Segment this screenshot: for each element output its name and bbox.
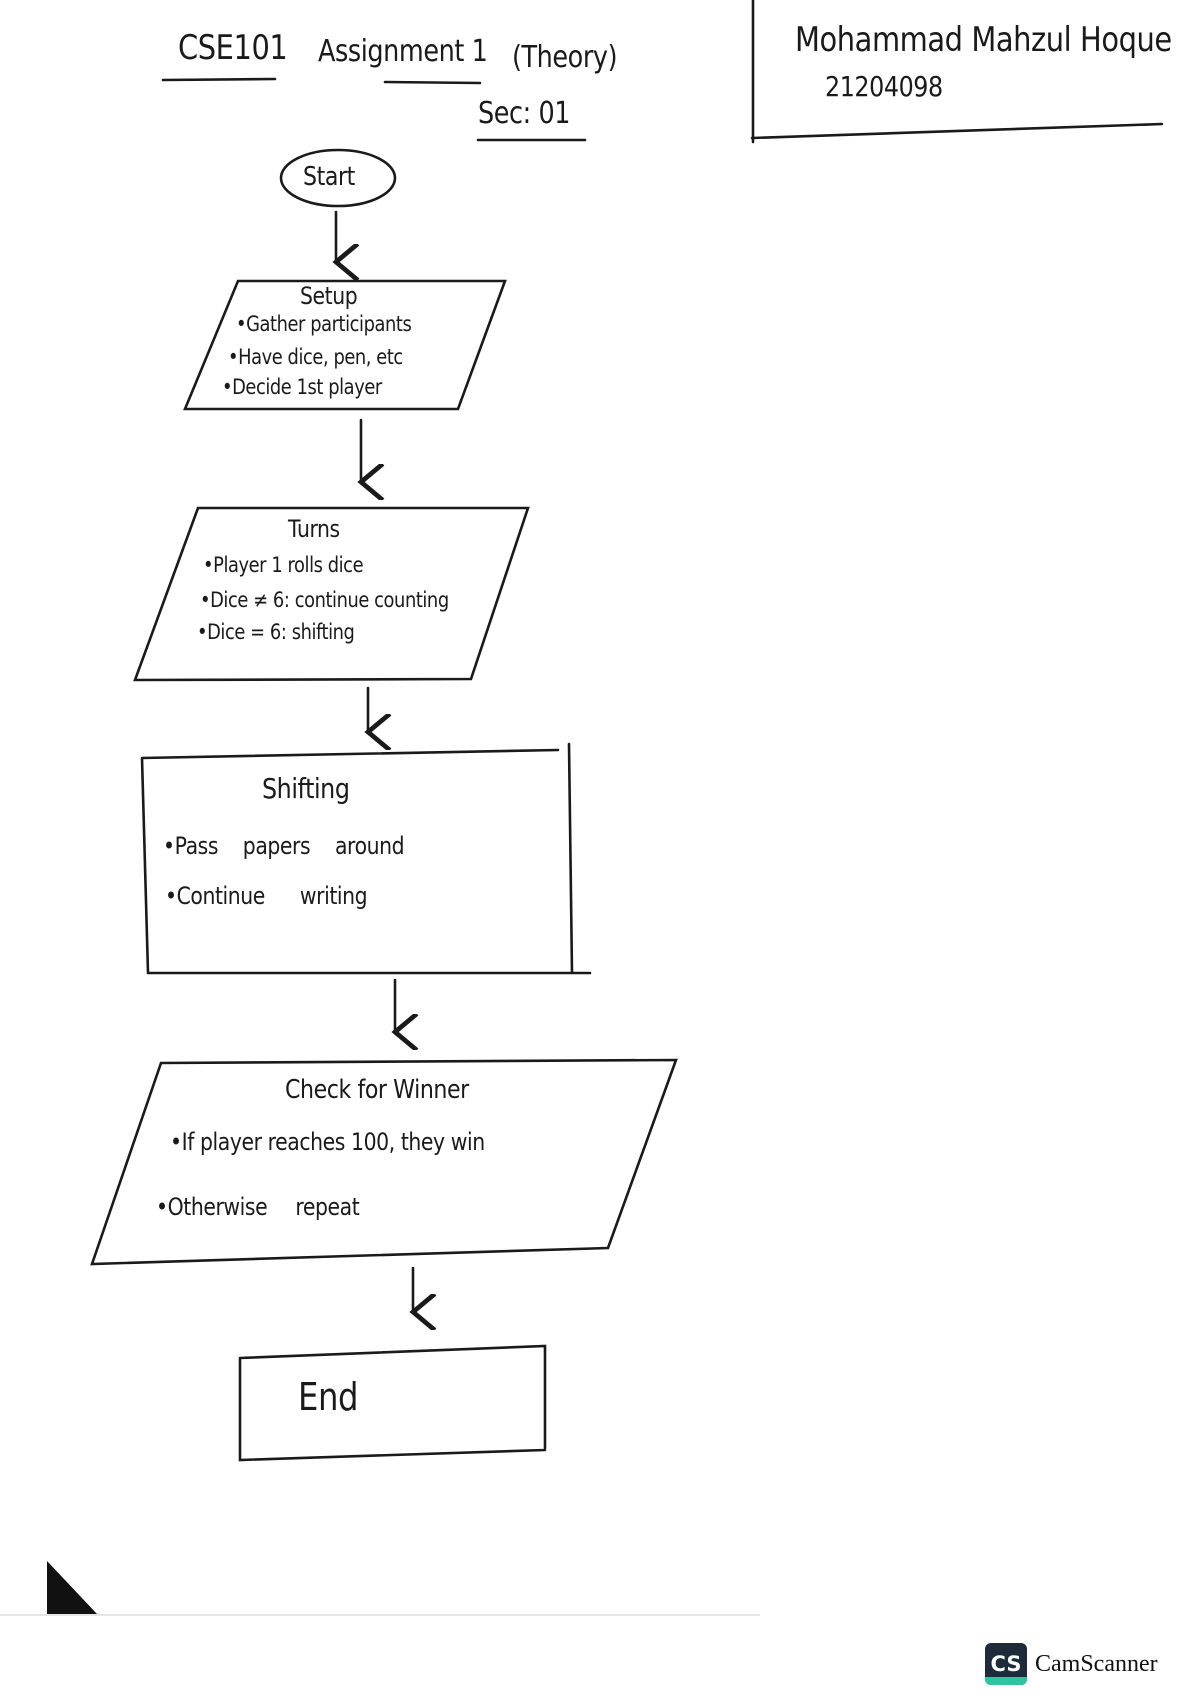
check-item: •Otherwise repeat	[156, 1193, 360, 1221]
shifting-item: •Continue writing	[165, 882, 368, 910]
setup-item: •Have dice, pen, etc	[228, 345, 403, 369]
camscanner-text: CamScanner	[1035, 1650, 1158, 1677]
student-name: Mohammad Mahzul Hoque	[795, 20, 1172, 60]
assignment-type: (Theory)	[512, 40, 618, 75]
setup-item: •Decide 1st player	[222, 375, 382, 399]
turns-item: •Player 1 rolls dice	[203, 553, 364, 577]
end-box	[238, 1344, 547, 1462]
start-label: Start	[303, 162, 355, 192]
setup-title: Setup	[300, 282, 358, 310]
student-id: 21204098	[825, 70, 943, 103]
turns-parallelogram	[133, 506, 530, 682]
turns-item: •Dice ≠ 6: continue counting	[200, 588, 449, 612]
shifting-process-box	[140, 742, 592, 975]
shifting-title: Shifting	[262, 772, 350, 805]
course-underline	[161, 77, 277, 82]
name-box-bottom	[750, 122, 1164, 140]
check-item: •If player reaches 100, they win	[170, 1128, 485, 1156]
setup-parallelogram	[183, 279, 507, 411]
assignment-underline	[383, 80, 482, 85]
course-code: CSE101	[178, 28, 288, 68]
scan-corner-shadow	[47, 1561, 98, 1615]
setup-item: •Gather participants	[236, 312, 412, 336]
turns-title: Turns	[288, 515, 340, 543]
start-terminal	[279, 148, 397, 208]
camscanner-watermark: CS CamScanner	[985, 1643, 1158, 1685]
check-title: Check for Winner	[285, 1075, 469, 1105]
assignment-title: Assignment 1	[318, 34, 488, 69]
shifting-item: •Pass papers around	[163, 832, 405, 860]
camscanner-logo-icon: CS	[985, 1643, 1027, 1685]
end-label: End	[298, 1375, 359, 1419]
turns-item: •Dice = 6: shifting	[197, 620, 355, 644]
section-label: Sec: 01	[478, 96, 571, 131]
check-parallelogram	[90, 1058, 678, 1266]
